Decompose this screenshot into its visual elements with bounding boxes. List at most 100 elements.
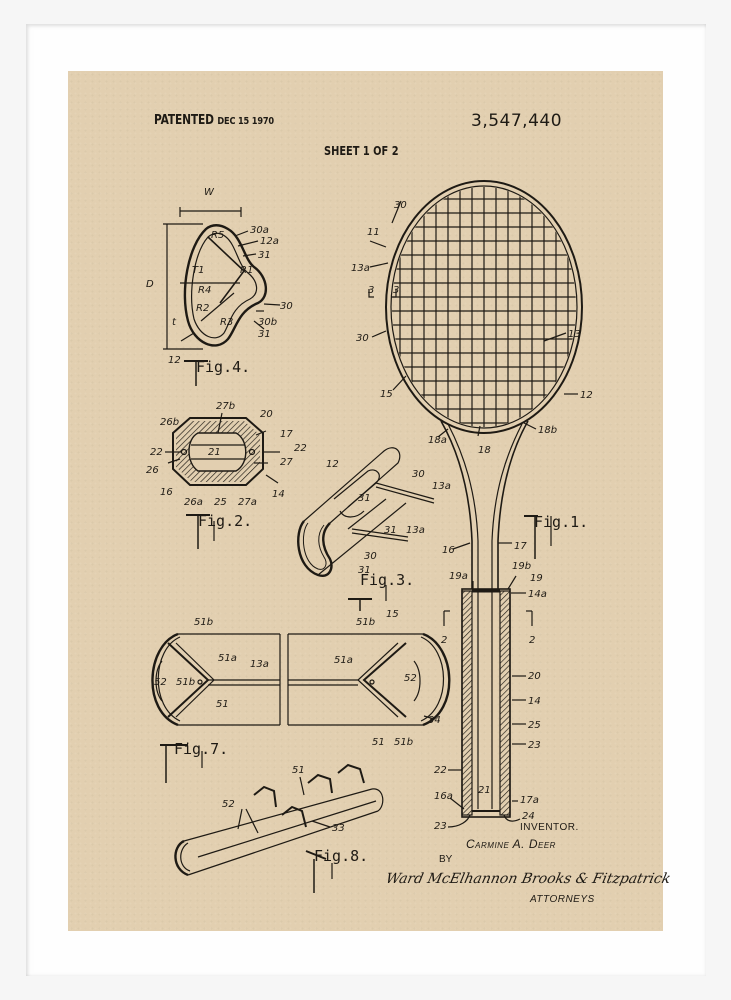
svg-text:30: 30 — [356, 333, 369, 344]
svg-text:2: 2 — [529, 635, 535, 646]
patent-date: DEC 15 1970 — [217, 116, 274, 127]
svg-text:52: 52 — [154, 677, 167, 688]
reference-numerals: 30 11 13a 3 3 30 13 15 12 18a 18 18b 16 17 19a 1… — [146, 187, 593, 834]
svg-text:R5: R5 — [211, 230, 224, 241]
attorneys-label: ATTORNEYS — [530, 894, 595, 905]
fig2-section — [165, 412, 280, 549]
attorney-signature: Ward McElhannon Brooks & Fitzpatrick — [384, 871, 672, 887]
svg-text:51: 51 — [216, 699, 229, 710]
svg-text:13: 13 — [568, 329, 581, 340]
svg-text:23: 23 — [434, 821, 447, 832]
svg-text:D: D — [146, 279, 154, 290]
fig8-anchor-strip — [174, 763, 384, 893]
svg-text:21: 21 — [208, 447, 221, 458]
svg-text:33: 33 — [332, 823, 345, 834]
fig2-label: Fig.2. — [198, 512, 253, 530]
svg-text:26a: 26a — [184, 497, 203, 508]
svg-text:18b: 18b — [538, 425, 557, 436]
svg-text:51b: 51b — [356, 617, 375, 628]
svg-text:17: 17 — [514, 541, 527, 552]
patent-number: 3,547,440 — [471, 111, 563, 131]
svg-text:25: 25 — [214, 497, 227, 508]
svg-text:13a: 13a — [406, 525, 425, 536]
svg-text:3: 3 — [368, 285, 374, 296]
svg-text:23: 23 — [528, 740, 541, 751]
patent-print: PATENTED DEC 15 1970 3,547,440 SHEET 1 O… — [68, 71, 672, 931]
svg-text:2: 2 — [441, 635, 447, 646]
fig3-frame-section — [297, 447, 435, 611]
svg-text:31: 31 — [258, 250, 271, 261]
svg-text:18: 18 — [478, 445, 491, 456]
svg-text:20: 20 — [528, 671, 541, 682]
fig1-label: Fig.1. — [534, 513, 589, 531]
fig7-label: Fig.7. — [174, 740, 229, 758]
fig1-racket — [368, 180, 583, 828]
svg-text:19a: 19a — [449, 571, 468, 582]
fig7-inserts — [151, 632, 451, 783]
svg-text:27b: 27b — [216, 401, 235, 412]
svg-text:W: W — [204, 187, 215, 198]
svg-text:14: 14 — [272, 489, 285, 500]
svg-text:31: 31 — [384, 525, 397, 536]
fig4-label: Fig.4. — [196, 358, 251, 376]
svg-text:12: 12 — [168, 355, 181, 366]
svg-text:18a: 18a — [428, 435, 447, 446]
svg-text:26: 26 — [146, 465, 159, 476]
svg-text:20: 20 — [260, 409, 273, 420]
fig3-label: Fig.3. — [360, 571, 415, 589]
svg-text:14: 14 — [528, 696, 541, 707]
svg-text:16: 16 — [442, 545, 455, 556]
svg-text:13a: 13a — [351, 263, 370, 274]
svg-text:30: 30 — [394, 200, 407, 211]
svg-text:51b: 51b — [194, 617, 213, 628]
by-label: BY — [439, 854, 453, 865]
svg-text:22: 22 — [434, 765, 447, 776]
svg-text:51a: 51a — [334, 655, 353, 666]
svg-text:17: 17 — [280, 429, 293, 440]
svg-text:51: 51 — [292, 765, 305, 776]
svg-text:52: 52 — [222, 799, 235, 810]
svg-text:52: 52 — [404, 673, 417, 684]
svg-text:R1: R1 — [240, 265, 253, 276]
patented-date: PATENTED DEC 15 1970 — [154, 113, 274, 128]
fig8-label: Fig.8. — [314, 847, 369, 865]
svg-text:22: 22 — [150, 447, 163, 458]
svg-text:16: 16 — [160, 487, 173, 498]
svg-text:31: 31 — [358, 493, 371, 504]
svg-text:27a: 27a — [238, 497, 257, 508]
svg-text:15: 15 — [380, 389, 393, 400]
svg-text:34: 34 — [428, 715, 441, 726]
patented-label: PATENTED — [154, 113, 214, 128]
svg-text:24: 24 — [522, 811, 535, 822]
svg-text:R4: R4 — [198, 285, 211, 296]
svg-text:26b: 26b — [160, 417, 179, 428]
svg-text:31: 31 — [358, 565, 371, 576]
svg-text:14a: 14a — [528, 589, 547, 600]
svg-text:R2: R2 — [196, 303, 209, 314]
svg-text:51b: 51b — [176, 677, 195, 688]
svg-text:12: 12 — [326, 459, 339, 470]
svg-text:51: 51 — [372, 737, 385, 748]
svg-text:27: 27 — [280, 457, 293, 468]
svg-text:R3: R3 — [220, 317, 233, 328]
inventor-name: Carmine A. Deer — [466, 837, 556, 851]
svg-text:51b: 51b — [394, 737, 413, 748]
svg-text:17a: 17a — [520, 795, 539, 806]
svg-text:21: 21 — [478, 785, 491, 796]
svg-text:12: 12 — [580, 390, 593, 401]
fig4-profile — [163, 207, 281, 386]
svg-text:22: 22 — [294, 443, 307, 454]
patent-drawing: 30 11 13a 3 3 30 13 15 12 18a 18 18b 16 17 19a 1… — [146, 180, 593, 893]
svg-text:16a: 16a — [434, 791, 453, 802]
svg-text:31: 31 — [258, 329, 271, 340]
svg-text:12a: 12a — [260, 236, 279, 247]
svg-text:25: 25 — [528, 720, 541, 731]
svg-text:30a: 30a — [250, 225, 269, 236]
svg-text:51a: 51a — [218, 653, 237, 664]
svg-text:3: 3 — [393, 285, 399, 296]
svg-text:30: 30 — [280, 301, 293, 312]
svg-text:15: 15 — [386, 609, 399, 620]
svg-text:19: 19 — [530, 573, 543, 584]
svg-text:11: 11 — [367, 227, 380, 238]
svg-text:30b: 30b — [258, 317, 277, 328]
